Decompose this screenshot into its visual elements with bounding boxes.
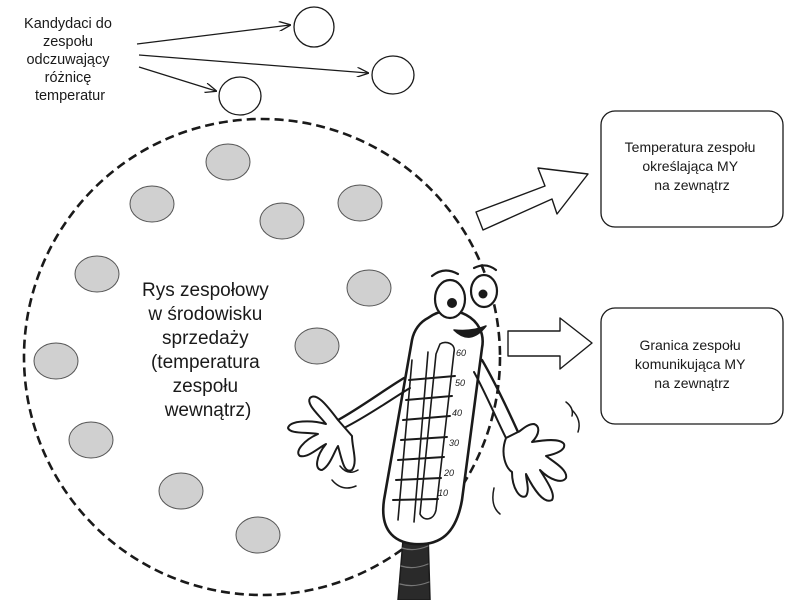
candidates-label-line: Kandydaci do [24,16,112,32]
candidate-arrow [139,55,368,73]
candidates-label-line: różnicę [45,70,92,86]
candidate-circle [372,56,414,94]
team-member [236,517,280,553]
team-member [206,144,250,180]
thermometer-scale-label: 20 [443,468,454,478]
team-member [34,343,78,379]
team-member [159,473,203,509]
candidate-arrow [139,67,216,91]
thermometer-scale-label: 40 [452,408,462,418]
team-feature-label-line: wewnątrz) [164,400,252,421]
team-feature-label: Rys zespołowy w środowisku sprzedaży (te… [142,280,274,421]
team-member [75,256,119,292]
thermometer-brow-right [474,265,496,270]
team-member [347,270,391,306]
candidates-label-line: temperatur [35,88,105,104]
candidates-label-line: zespołu [43,34,93,50]
team-member [130,186,174,222]
block-arrow-bottom [508,318,592,369]
team-boundary-box-line: na zewnątrz [654,375,729,391]
team-member [69,422,113,458]
team-feature-label-line: w środowisku [147,304,262,325]
team-temperature-box-line: na zewnątrz [654,177,729,193]
candidate-circle [294,7,334,47]
team-feature-label-line: sprzedaży [162,328,249,349]
team-feature-label-line: Rys zespołowy [142,280,269,301]
thermometer-scale-label: 30 [449,438,459,448]
team-member [260,203,304,239]
team-temperature-box-line: określająca MY [642,158,738,174]
candidates-label: Kandydaci do zespołu odczuwający różnicę… [24,16,116,104]
candidates-label-line: odczuwający [26,52,110,68]
thermometer-pupil-left [447,298,457,308]
team-boundary-box-line: komunikująca MY [635,356,746,372]
thermometer-character: 60 50 40 30 20 10 [288,265,579,600]
block-arrow-top [476,168,588,230]
team-member [338,185,382,221]
thermometer-brow-left [432,270,458,276]
thermometer-right-arm [482,360,518,432]
team-boundary-box-line: Granica zespołu [639,337,740,353]
team-member [295,328,339,364]
thermometer-left-hand [288,396,355,470]
candidate-arrow [137,25,290,44]
thermometer-scale-label: 10 [438,488,448,498]
team-temperature-box-line: Temperatura zespołu [625,139,756,155]
thermometer-right-hand [504,424,567,501]
team-feature-label-line: zespołu [173,376,239,397]
thermometer-scale-label: 50 [455,378,465,388]
thermometer-scale-label: 60 [456,348,466,358]
candidate-circle [219,77,261,115]
thermometer-pupil-right [479,290,488,299]
team-feature-label-line: (temperatura [151,352,260,373]
